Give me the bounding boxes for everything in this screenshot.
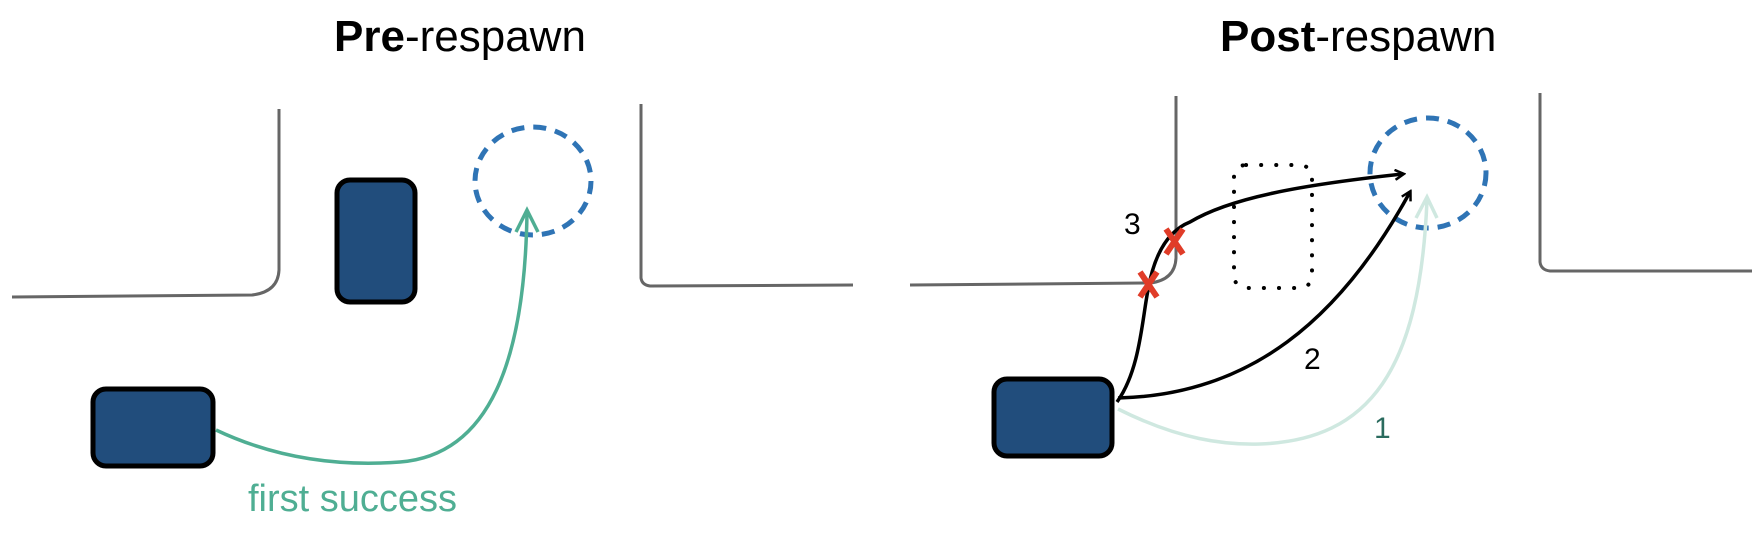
post-respawn-panel bbox=[909, 93, 1752, 459]
path-1-faded bbox=[1117, 199, 1429, 446]
pre-title-bold: Pre bbox=[334, 12, 405, 61]
pre-respawn-title: Pre-respawn bbox=[334, 12, 586, 62]
ego-vehicle bbox=[90, 386, 216, 469]
wall-left bbox=[909, 96, 1178, 287]
path-1-arrowhead-icon bbox=[1414, 193, 1439, 219]
goal-circle bbox=[472, 124, 594, 238]
goal-circle bbox=[1367, 115, 1489, 231]
path-3-label: 3 bbox=[1124, 208, 1141, 241]
collision-x-icon bbox=[1137, 270, 1160, 299]
wall-left bbox=[11, 109, 281, 299]
wall-right bbox=[1538, 93, 1752, 273]
obstacle-vehicle bbox=[334, 177, 418, 305]
post-respawn-title: Post-respawn bbox=[1220, 12, 1496, 62]
success-path-arrow bbox=[215, 211, 529, 465]
post-title-bold: Post bbox=[1220, 12, 1316, 61]
path-3-arrow bbox=[1115, 174, 1403, 404]
path-2-arrow bbox=[1117, 192, 1410, 400]
removed-obstacle-outline bbox=[1232, 163, 1314, 290]
pre-respawn-panel bbox=[11, 104, 854, 469]
success-arrowhead-icon bbox=[514, 206, 540, 233]
first-success-label: first success bbox=[248, 478, 458, 520]
post-title-rest: -respawn bbox=[1315, 12, 1497, 61]
path-1-label: 1 bbox=[1374, 412, 1391, 445]
pre-title-rest: -respawn bbox=[404, 12, 586, 61]
wall-right bbox=[639, 104, 854, 288]
path-2-label: 2 bbox=[1304, 343, 1321, 376]
ego-vehicle bbox=[991, 376, 1115, 459]
collision-x-icon bbox=[1163, 227, 1186, 256]
